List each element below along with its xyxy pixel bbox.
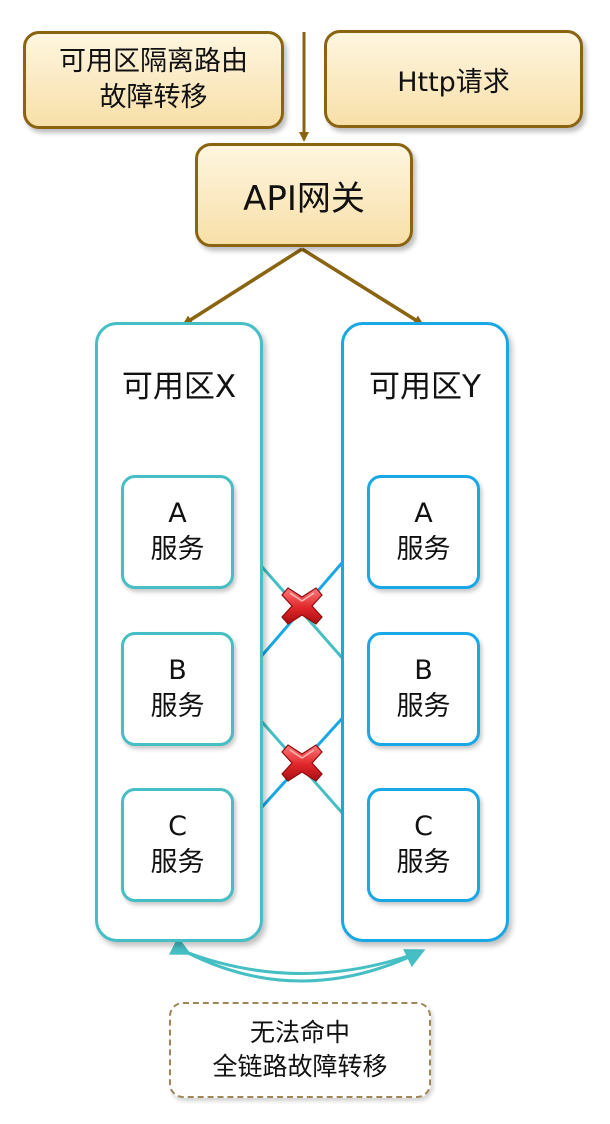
full-link-failover-note: 无法命中 全链路故障转移 <box>169 1002 431 1098</box>
service-name: C <box>168 811 187 842</box>
zone-y-service-a: A 服务 <box>367 475 480 589</box>
http-request-box: Http请求 <box>324 30 583 128</box>
service-label: 服务 <box>150 847 205 878</box>
note-line-1: 无法命中 <box>249 1018 350 1047</box>
route-failover-box: 可用区隔离路由 故障转移 <box>23 31 284 129</box>
service-name: B <box>414 655 433 686</box>
zone-x-service-c: C 服务 <box>121 788 234 902</box>
route-failover-line-1: 可用区隔离路由 <box>59 46 248 77</box>
red-x-block-icon <box>281 744 323 782</box>
note-line-2: 全链路故障转移 <box>212 1052 388 1081</box>
service-label: 服务 <box>396 534 451 565</box>
service-label: 服务 <box>150 691 205 722</box>
service-name: A <box>414 498 433 529</box>
zone-x-title: 可用区X <box>121 369 237 405</box>
service-label: 服务 <box>396 691 451 722</box>
zone-y-service-c: C 服务 <box>367 788 480 902</box>
arrow-gateway-to-zone-y <box>301 247 424 326</box>
api-gateway-box: API网关 <box>195 143 413 247</box>
service-name: C <box>414 811 433 842</box>
service-label: 服务 <box>396 847 451 878</box>
zone-y-service-b: B 服务 <box>367 632 480 746</box>
service-name: A <box>168 498 187 529</box>
zone-x-service-b: B 服务 <box>121 632 234 746</box>
http-request-label: Http请求 <box>397 66 510 98</box>
route-failover-line-2: 故障转移 <box>99 82 208 113</box>
api-gateway-label: API网关 <box>243 178 365 219</box>
red-x-block-icon <box>281 587 323 625</box>
arrow-gateway-to-zone-x <box>182 247 303 326</box>
zone-y-title: 可用区Y <box>369 369 481 405</box>
service-name: B <box>168 655 187 686</box>
zone-x-service-a: A 服务 <box>121 475 234 589</box>
failover-arc-lower <box>185 950 421 975</box>
failover-arc-upper <box>168 936 426 983</box>
service-label: 服务 <box>150 534 205 565</box>
